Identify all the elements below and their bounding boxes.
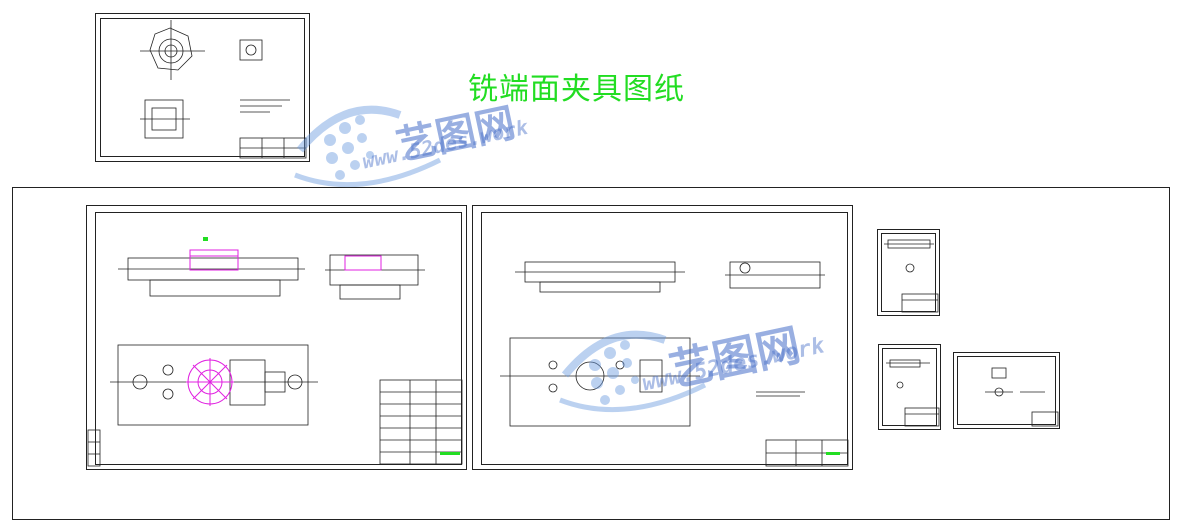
preview-drawing-sheet[interactable] bbox=[95, 13, 310, 162]
small-part-1-linework bbox=[884, 239, 939, 313]
small-part-drawing-2[interactable] bbox=[878, 344, 941, 430]
small-part-drawing-1[interactable] bbox=[877, 229, 940, 316]
assembly-top-view bbox=[118, 254, 425, 300]
small-part-3-linework bbox=[985, 367, 1059, 427]
highlighted-workpiece bbox=[186, 249, 382, 406]
preview-part-view bbox=[140, 20, 290, 139]
assembly-parts-list bbox=[379, 379, 463, 465]
page-title: 铣端面夹具图纸 bbox=[468, 72, 685, 107]
base-top-view bbox=[515, 261, 825, 293]
base-plan-view bbox=[500, 337, 700, 427]
assembly-plan-view bbox=[110, 344, 318, 426]
small-part-2-linework bbox=[886, 359, 940, 427]
preview-title-block bbox=[239, 137, 307, 159]
watermark-globe bbox=[294, 105, 707, 413]
assembly-side-strip bbox=[87, 429, 101, 467]
assembly-drawing-sheet[interactable] bbox=[86, 205, 467, 470]
small-part-drawing-3[interactable] bbox=[953, 352, 1060, 429]
